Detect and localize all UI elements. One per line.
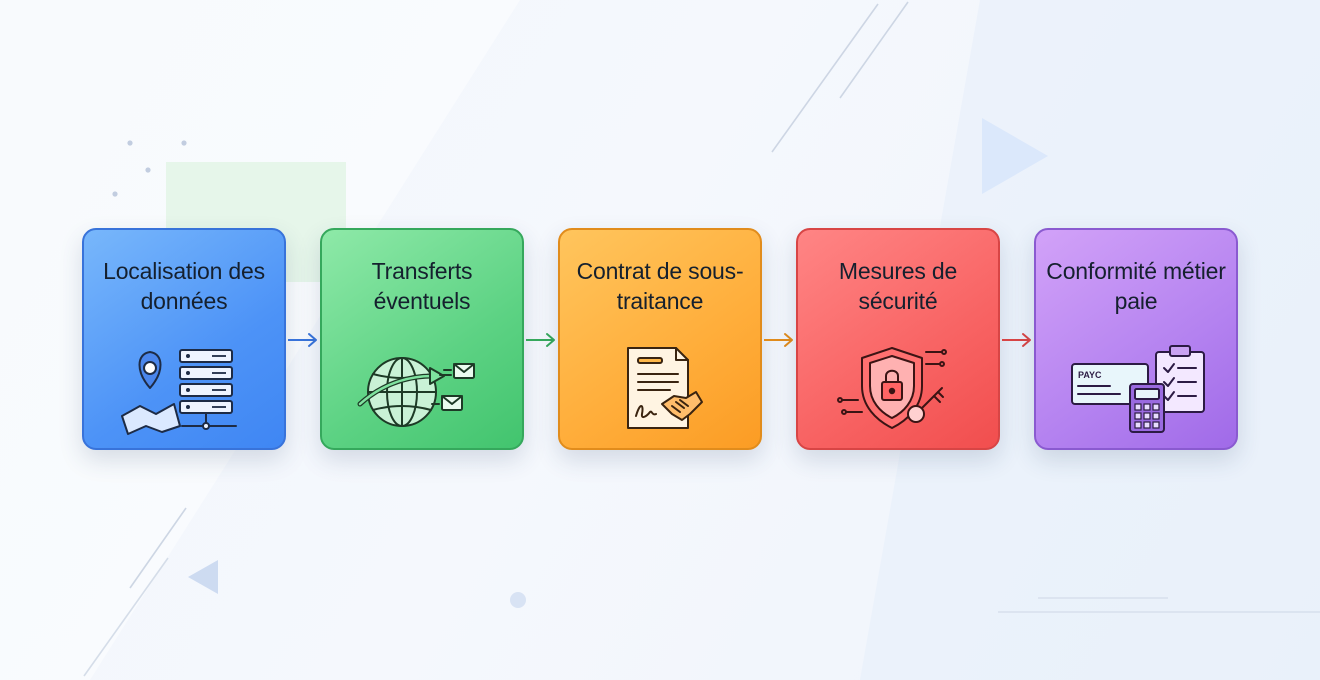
payslip-text: PAYC [1078, 370, 1102, 380]
globe-transfer-icon [357, 357, 475, 427]
step-label: Transferts éventuels [371, 258, 473, 314]
flow-arrow [1002, 333, 1031, 347]
payslip-calculator-checklist-icon: PAYC [1071, 345, 1205, 433]
flow-arrow [526, 333, 555, 347]
flow-arrow [288, 333, 317, 347]
step-label: Contrat de sous-traitance [576, 258, 744, 314]
flow-arrow [764, 333, 793, 347]
step-card-transfers: Transferts éventuels [320, 228, 524, 450]
step-card-data-location: Localisation des données [82, 228, 286, 450]
step-label: Localisation des données [103, 258, 265, 314]
shield-lock-key-icon [837, 347, 947, 429]
step-card-security-measures: Mesures de sécurité [796, 228, 1000, 450]
step-card-payroll-compliance: Conformité métier paie [1034, 228, 1238, 450]
contract-handshake-icon [627, 347, 703, 429]
step-card-processing-contract: Contrat de sous-traitance [558, 228, 762, 450]
step-label: Mesures de sécurité [838, 258, 958, 314]
map-pin-server-icon [121, 349, 237, 435]
step-label: Conformité métier paie [1046, 258, 1226, 314]
